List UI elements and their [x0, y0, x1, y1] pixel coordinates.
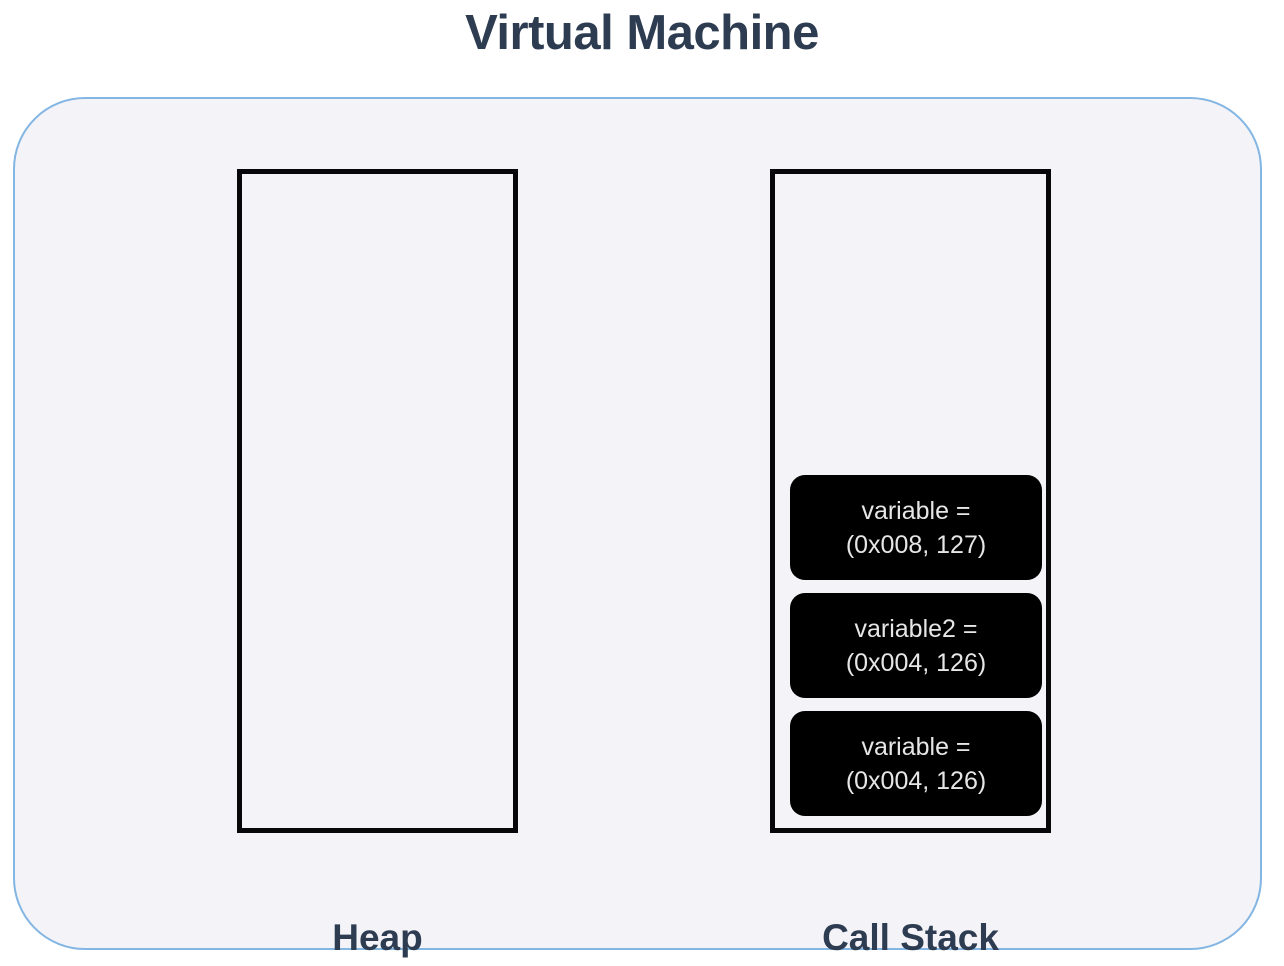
virtual-machine-container: Heap variable = (0x008, 127) variable2 =…	[13, 97, 1262, 958]
stack-frame-name: variable =	[861, 732, 971, 761]
call-stack-label: Call Stack	[822, 917, 999, 958]
stack-frame[interactable]: variable2 = (0x004, 126)	[790, 593, 1042, 698]
stack-frame-value: (0x008, 127)	[845, 530, 987, 559]
stack-frame-value: (0x004, 126)	[845, 766, 987, 795]
heap-label: Heap	[332, 917, 423, 958]
stack-frame[interactable]: variable = (0x004, 126)	[790, 711, 1042, 816]
stack-frame-value: (0x004, 126)	[845, 648, 987, 677]
stack-frame-name: variable =	[861, 496, 971, 525]
call-stack-region: variable = (0x008, 127) variable2 = (0x0…	[770, 169, 1051, 958]
stack-frame-name: variable2 =	[854, 614, 978, 643]
page-title: Virtual Machine	[465, 6, 819, 60]
stack-frame-list: variable = (0x008, 127) variable2 = (0x0…	[790, 475, 1042, 816]
call-stack-box: variable = (0x008, 127) variable2 = (0x0…	[770, 169, 1051, 833]
heap-region: Heap	[237, 169, 518, 958]
heap-box	[237, 169, 518, 833]
stack-frame[interactable]: variable = (0x008, 127)	[790, 475, 1042, 580]
